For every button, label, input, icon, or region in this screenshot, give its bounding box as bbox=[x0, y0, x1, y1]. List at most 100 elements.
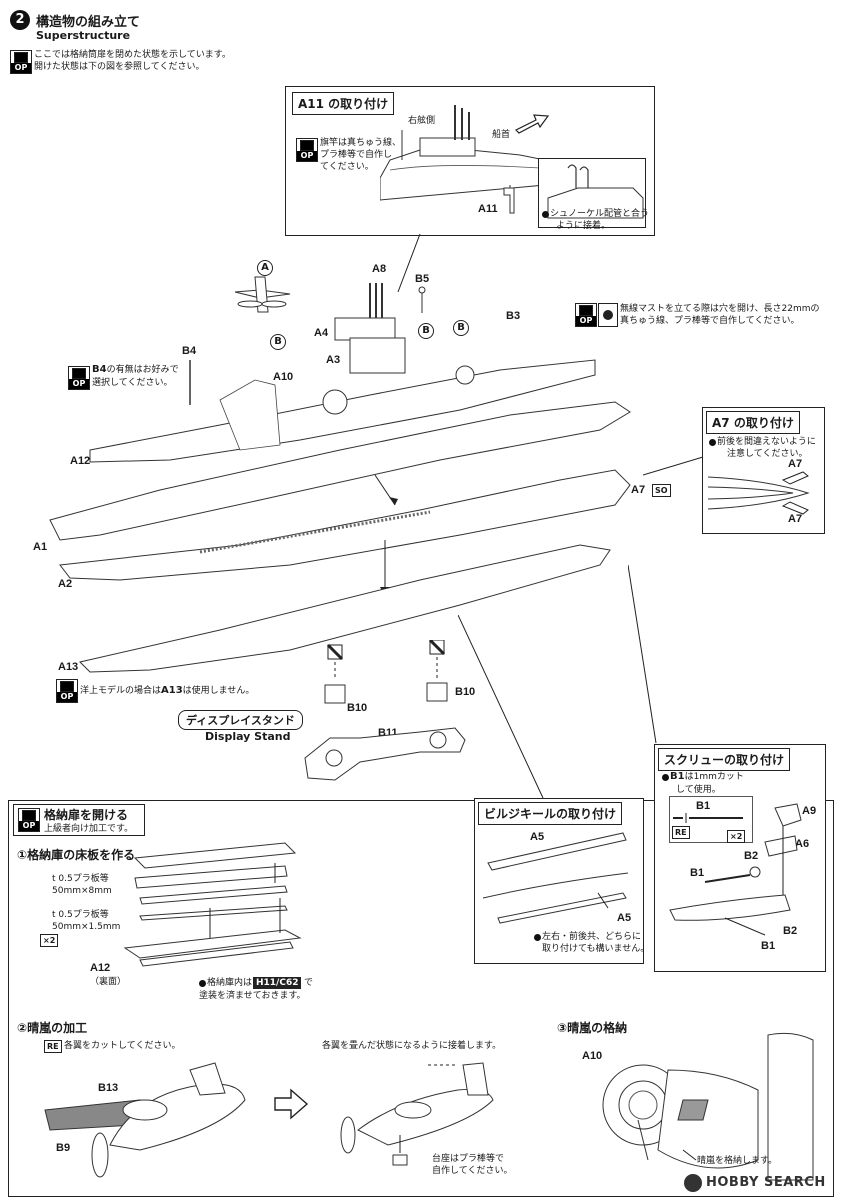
bilge-keel-drawing bbox=[482, 832, 629, 924]
label-a2: A2 bbox=[58, 578, 73, 590]
paint-note-line1: 格納庫内は bbox=[207, 978, 253, 988]
starboard-label: 右舷側 bbox=[408, 116, 436, 126]
bow-label: 船首 bbox=[492, 130, 511, 140]
label-a8: A8 bbox=[372, 263, 387, 275]
hangar-step2: ②晴嵐の加工 bbox=[17, 1021, 88, 1035]
op-icon: OP bbox=[18, 808, 40, 832]
stand-title-en: Display Stand bbox=[205, 730, 291, 743]
op-note-line1: ここでは格納筒扉を閉めた状態を示しています。 bbox=[34, 50, 231, 60]
step-title-jp: 構造物の組み立て bbox=[36, 15, 141, 30]
label-b4: B4 bbox=[182, 345, 197, 357]
x2-badge: ×2 bbox=[727, 830, 746, 843]
bullet-icon bbox=[662, 774, 669, 781]
label-b2-bottom: B2 bbox=[783, 925, 798, 937]
label-a12: A12 bbox=[70, 455, 91, 467]
stand-title-jp: ディスプレイスタンド bbox=[178, 710, 303, 730]
callout-b: B bbox=[418, 323, 434, 339]
x2-badge: ×2 bbox=[40, 934, 59, 947]
fold-note: 各翼を畳んだ状態になるように接着します。 bbox=[322, 1041, 502, 1051]
a11-note-line3: てください。 bbox=[320, 162, 374, 172]
hangar-subtitle: 上級者向け加工です。 bbox=[44, 824, 134, 834]
label-b1-bottom: B1 bbox=[761, 940, 776, 952]
paint-code-badge: H11/C62 bbox=[253, 977, 302, 989]
drill-icon bbox=[598, 303, 618, 327]
seiran-aircraft-drawing bbox=[234, 276, 291, 313]
label-a9: A9 bbox=[802, 805, 817, 817]
watermark-text: HOBBY SEARCH bbox=[706, 1175, 826, 1190]
label-b10: B10 bbox=[347, 702, 368, 714]
a13-note: 洋上モデルの場合はA13は使用しません。 bbox=[80, 685, 255, 696]
next-arrow-icon bbox=[274, 1088, 309, 1120]
plate2-line2: 50mm×1.5mm bbox=[52, 922, 121, 932]
label-a13: A13 bbox=[58, 661, 79, 673]
callout-line bbox=[397, 234, 421, 293]
label-b5: B5 bbox=[415, 273, 430, 285]
callout-a: A bbox=[257, 260, 273, 276]
bullet-icon bbox=[534, 934, 541, 941]
cradle-note-line1: 台座はプラ棒等で bbox=[432, 1154, 505, 1164]
b4-note-line1: B4の有無はお好みで bbox=[92, 364, 179, 375]
hangar-floor-drawing bbox=[123, 842, 302, 967]
hull-assembly-drawing bbox=[49, 359, 631, 673]
hangar-step1: ①格納庫の床板を作る bbox=[17, 848, 136, 862]
hangar-a12-label: A12 bbox=[90, 962, 111, 974]
bullet-icon bbox=[199, 980, 206, 987]
display-stand-drawing bbox=[304, 640, 466, 781]
snorkel-note-line1: シュノーケル配管と合う bbox=[550, 209, 650, 219]
label-a4: A4 bbox=[314, 327, 329, 339]
bullet-icon bbox=[709, 439, 716, 446]
label-b1-left: B1 bbox=[690, 867, 705, 879]
label-a6: A6 bbox=[795, 838, 810, 850]
bilge-note-line1: 左右・前後共、どちらに bbox=[542, 932, 642, 942]
callout-b: B bbox=[270, 334, 286, 350]
label-b3: B3 bbox=[506, 310, 521, 322]
screw-box bbox=[654, 744, 826, 972]
step-title-en: Superstructure bbox=[36, 29, 131, 42]
a7-label-top: A7 bbox=[788, 458, 803, 470]
a11-note-line1: 旗竿は真ちゅう線、 bbox=[320, 138, 402, 148]
plate1-line1: t 0.5プラ板等 bbox=[52, 874, 109, 884]
label-a3: A3 bbox=[326, 354, 341, 366]
conning-tower-drawing bbox=[380, 105, 546, 214]
a7-note-line2: 注意してください。 bbox=[727, 449, 808, 459]
shaft-cut-drawing bbox=[673, 813, 743, 823]
a11-part-label: A11 bbox=[478, 203, 498, 215]
bilge-a5-bottom: A5 bbox=[617, 912, 632, 924]
screw-note-line1: B1は1mmカット bbox=[670, 771, 744, 782]
bilge-note-line2: 取り付けても構いません。 bbox=[542, 944, 650, 954]
mast-note-line2: 真ちゅう線、プラ棒等で自作してください。 bbox=[620, 316, 800, 326]
hangar-step3: ③晴嵐の格納 bbox=[557, 1021, 628, 1035]
re-badge: RE bbox=[672, 826, 690, 839]
a11-box-title: A11 の取り付け bbox=[292, 92, 395, 115]
cut-wings-note: 各翼をカットしてください。 bbox=[64, 1041, 181, 1051]
label-b2-top: B2 bbox=[744, 850, 759, 862]
op-icon: OP bbox=[56, 679, 78, 703]
paint-note-suffix: で bbox=[304, 978, 314, 988]
bow-arrow-icon bbox=[514, 114, 550, 134]
op-icon: OP bbox=[575, 303, 597, 327]
bullet-icon bbox=[542, 211, 549, 218]
op-note-line2: 開けた状態は下の図を参照してください。 bbox=[34, 62, 205, 72]
bilge-keel-box bbox=[474, 798, 644, 964]
cradle-note-line2: 自作してください。 bbox=[432, 1166, 513, 1176]
bilge-callout-line bbox=[458, 615, 544, 799]
mast-parts-drawing bbox=[334, 283, 426, 374]
re-badge: RE bbox=[44, 1040, 62, 1053]
label-b9: B9 bbox=[56, 1142, 71, 1154]
a7-callout-line bbox=[643, 456, 704, 476]
label-a7: A7 bbox=[631, 484, 646, 496]
op-icon: OP bbox=[296, 138, 318, 162]
snorkel-inset bbox=[538, 158, 646, 228]
label-b10: B10 bbox=[455, 686, 476, 698]
label-b13: B13 bbox=[98, 1082, 119, 1094]
watermark-logo bbox=[684, 1174, 702, 1192]
bilge-box-title: ビルジキールの取り付け bbox=[478, 802, 623, 825]
seiran-wing-cut-drawing bbox=[44, 1062, 246, 1178]
label-a10-hangar: A10 bbox=[582, 1050, 603, 1062]
op-icon: OP bbox=[10, 50, 32, 74]
a7-detail-drawing bbox=[708, 471, 810, 515]
step-number-badge: 2 bbox=[10, 10, 30, 30]
plate2-line1: t 0.5プラ板等 bbox=[52, 910, 109, 920]
screw-assembly-drawing bbox=[669, 803, 802, 936]
screw-callout-line bbox=[628, 565, 657, 744]
